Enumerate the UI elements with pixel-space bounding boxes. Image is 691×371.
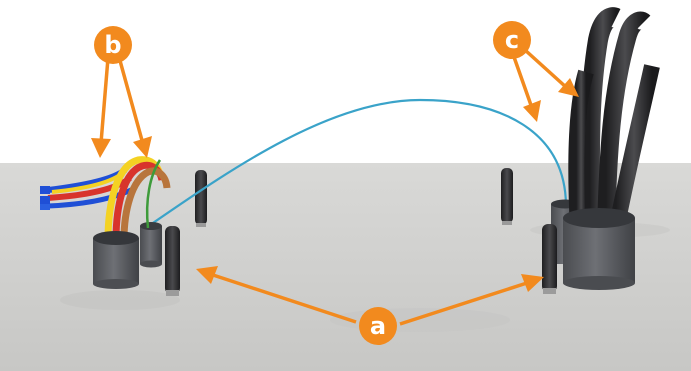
bollard-post-front-right <box>542 224 557 294</box>
svg-text:a: a <box>370 312 386 340</box>
callout-a: a <box>359 307 397 345</box>
bollard-post-back-left <box>195 170 207 227</box>
large-pipe-right <box>563 208 635 290</box>
large-pipe-left <box>93 231 139 289</box>
fiber-cable <box>149 98 568 226</box>
svg-text:c: c <box>505 26 519 54</box>
callout-c: c <box>493 21 531 59</box>
conduit-bundle-right <box>568 7 660 232</box>
callout-arrows <box>91 48 579 326</box>
small-pipe-left <box>140 222 162 268</box>
callout-b: b <box>94 26 132 64</box>
cable-bundle-left <box>40 156 171 241</box>
bollard-post-back-right <box>501 168 513 225</box>
svg-text:b: b <box>104 31 121 59</box>
bollard-post-front-left <box>165 226 180 296</box>
